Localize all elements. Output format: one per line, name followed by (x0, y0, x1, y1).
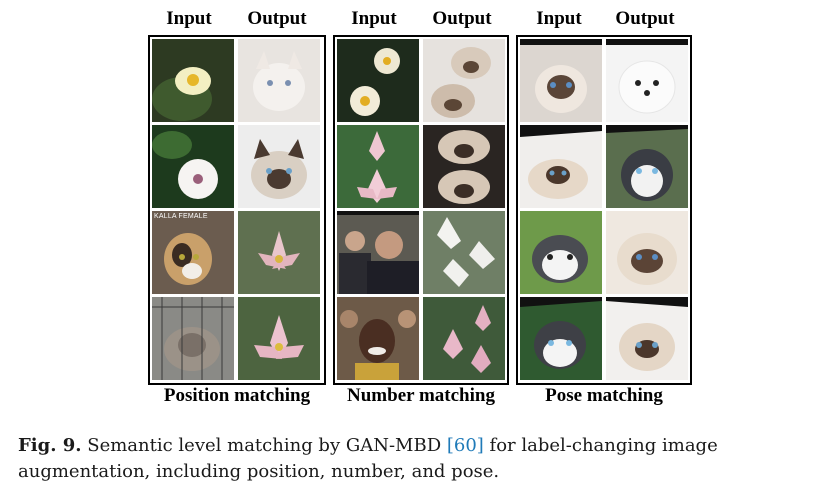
figure-caption: Fig. 9. Semantic level matching by GAN-M… (18, 433, 818, 485)
image-pink-lotus-pair (337, 125, 419, 208)
group-label: Position matching (163, 385, 311, 406)
image-two-men-portrait (337, 211, 419, 294)
image-siamese-cat-lying (520, 125, 602, 208)
image-overlay-text: KALLA FEMALE (154, 213, 208, 220)
image-pink-flower (238, 211, 320, 294)
image-calico-cat: KALLA FEMALE (152, 211, 234, 294)
image-husky-dog (606, 125, 688, 208)
image-tabby-cat-in-cage (152, 297, 234, 380)
column-header-output: Output (432, 8, 492, 29)
column-header-input: Input (351, 8, 397, 29)
figure-number: Fig. 9. (18, 435, 82, 456)
column-header-input: Input (166, 8, 212, 29)
caption-text-before-ref: Semantic level matching by GAN-MBD (81, 435, 447, 456)
image-water-lily (152, 39, 234, 122)
image-siamese-cat (238, 125, 320, 208)
image-panel (516, 35, 692, 385)
image-two-siamese-cats (423, 125, 505, 208)
column-header-output: Output (615, 8, 675, 29)
image-ragdoll-cat-face (606, 211, 688, 294)
column-header-input: Input (536, 8, 582, 29)
image-white-flower (152, 125, 234, 208)
image-crowd-smiling-man (337, 297, 419, 380)
image-samoyed-dog (606, 39, 688, 122)
image-white-lilies (423, 211, 505, 294)
column-header-output: Output (247, 8, 307, 29)
image-pink-lotus (238, 297, 320, 380)
image-two-cats (423, 39, 505, 122)
caption-text-after-ref: for label-changing image augmentation, i… (18, 435, 718, 482)
image-pink-lotuses (423, 297, 505, 380)
image-husky-puppy-2 (520, 297, 602, 380)
image-white-cat (238, 39, 320, 122)
image-ragdoll-cat (520, 39, 602, 122)
image-panel (333, 35, 509, 385)
figure-9: Input Output KALLA FEMALE (148, 8, 692, 406)
image-panel: KALLA FEMALE (148, 35, 326, 385)
image-husky-puppy (520, 211, 602, 294)
group-label: Number matching (347, 385, 495, 406)
group-label: Pose matching (545, 385, 663, 406)
image-two-water-lilies (337, 39, 419, 122)
image-siamese-cat-face (606, 297, 688, 380)
citation-link[interactable]: [60] (446, 435, 484, 456)
